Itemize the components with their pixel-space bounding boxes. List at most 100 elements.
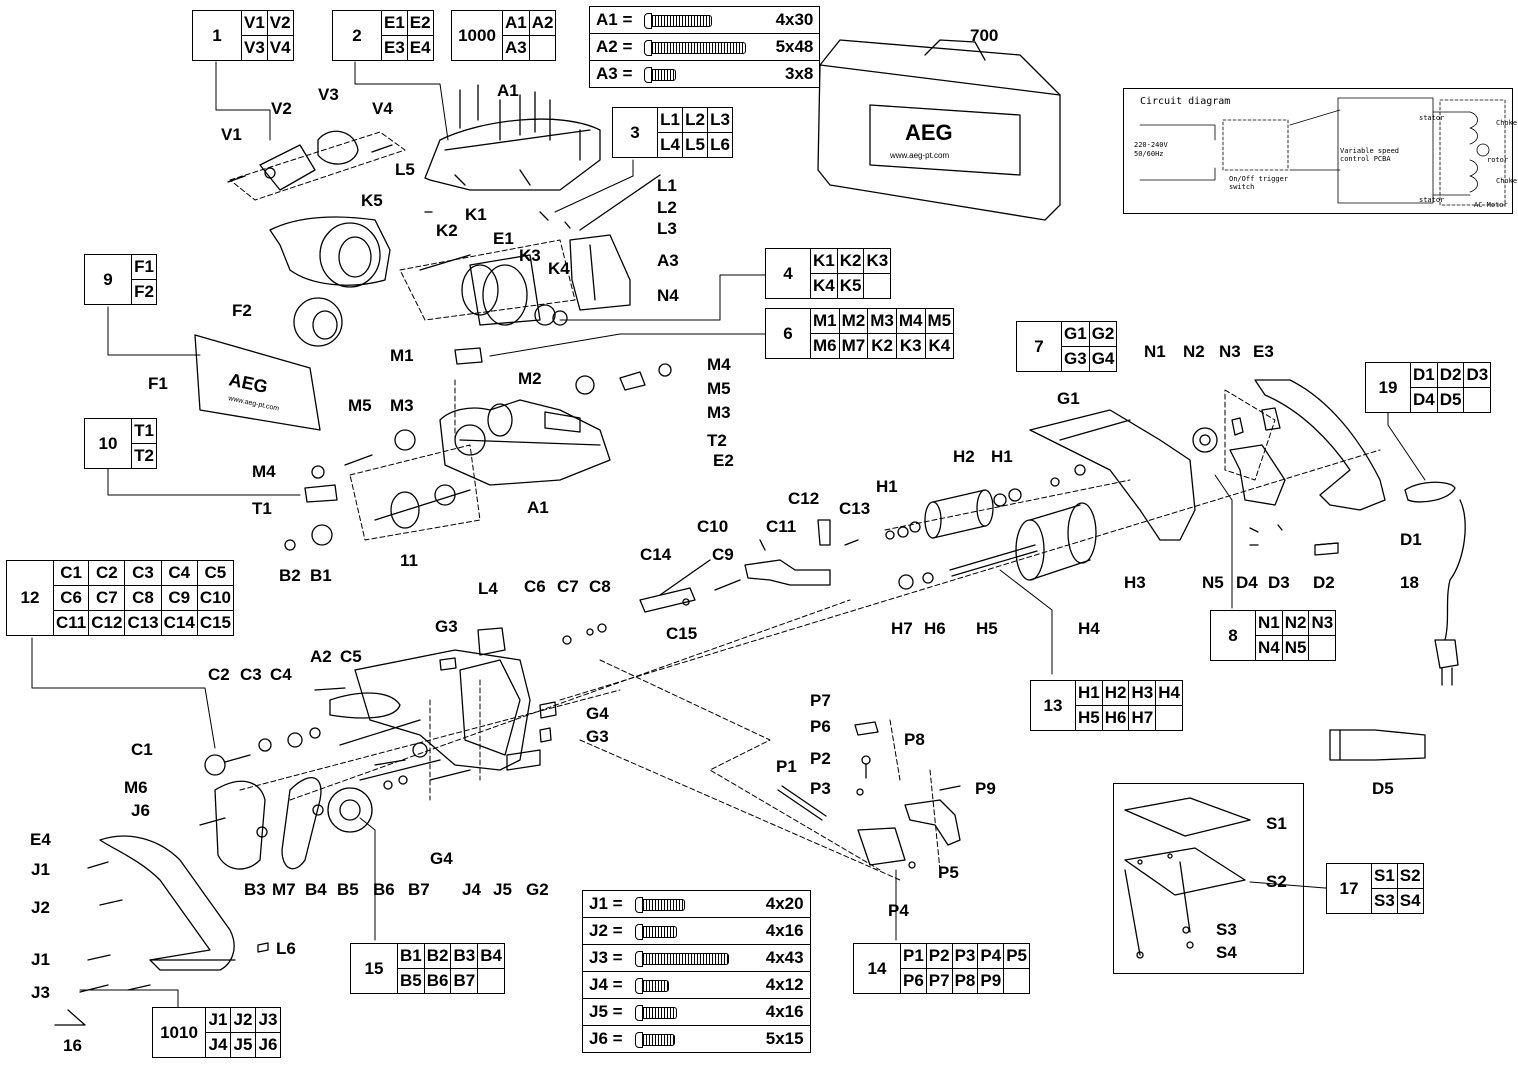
kit-cell: D2 [1436, 363, 1465, 388]
part-label-k5: K5 [361, 191, 383, 210]
part-label-c5: C5 [340, 647, 362, 666]
part-label-n18: 18 [1400, 573, 1419, 592]
part-label-h1a: H1 [991, 447, 1013, 466]
kit-cell: J1 [206, 1008, 231, 1033]
screw-icon [638, 61, 755, 88]
part-label-m3b: M3 [707, 403, 731, 422]
kit-cell: C3 [124, 561, 162, 586]
kit17-parts [1124, 797, 1251, 959]
kit17-frame [1113, 783, 1304, 974]
kit-cell: A2 [528, 11, 556, 36]
part-label-j2: J2 [31, 898, 50, 917]
screw-code: A3 = [596, 64, 633, 83]
kit-cell: C8 [124, 585, 162, 611]
part-label-e1: E1 [493, 229, 514, 248]
part-label-n11: 11 [400, 551, 418, 570]
kit-cell: D5 [1436, 387, 1465, 412]
part-label-g2: G2 [526, 880, 549, 899]
part-label-c14: C14 [640, 545, 672, 564]
kit-cell: J5 [230, 1032, 256, 1057]
part-label-e4: E4 [30, 830, 51, 849]
kit-cell: E3 [382, 35, 408, 60]
part-label-m1: M1 [390, 346, 414, 365]
kit-cell: G3 [1062, 346, 1090, 371]
brand-logo-plate: AEG [227, 369, 269, 397]
kit-cell [477, 968, 504, 993]
kit-cell [1308, 635, 1336, 660]
screw-size: 4x30 [755, 7, 820, 34]
kit-cell: L3 [707, 108, 732, 133]
screw-code: J3 = [583, 944, 629, 972]
kit-cell: M2 [838, 309, 869, 334]
part-label-b6: B6 [373, 880, 395, 899]
screw-icon [638, 7, 756, 34]
kit-number: 2 [333, 11, 382, 60]
kit-number: 17 [1327, 864, 1372, 913]
kit-cell: M5 [924, 309, 954, 334]
screw-code: J6 = [589, 1029, 623, 1048]
kit-cell: M3 [867, 309, 897, 334]
part-shapes: AEG www.aeg-pt.com [54, 39, 1466, 1026]
screw-size: 4x16 [745, 998, 810, 1026]
part-label-h6: H6 [924, 619, 946, 638]
part-label-j1a: J1 [31, 860, 50, 879]
kit-cell: K2 [867, 333, 897, 358]
part-label-l4: L4 [478, 579, 498, 598]
kit-cell: C4 [160, 561, 198, 586]
part-label-j4: J4 [462, 880, 481, 899]
part-label-h1b: H1 [876, 477, 898, 496]
kit-number: 7 [1017, 322, 1062, 371]
circuit-title: Circuit diagram [1140, 96, 1231, 107]
part-label-l2: L2 [657, 198, 677, 217]
kit-number: 1010 [153, 1008, 206, 1057]
screw-icon [628, 971, 746, 999]
part-label-j1b: J1 [31, 950, 50, 969]
part-label-f1: F1 [148, 374, 168, 393]
part-label-p3: P3 [810, 779, 831, 798]
screw-size: 4x43 [745, 944, 810, 972]
kit-number: 1000 [452, 11, 503, 60]
screw-size: 4x20 [745, 891, 810, 918]
kit-cell: S4 [1396, 888, 1423, 913]
kit-cell: H2 [1101, 681, 1130, 706]
kit-number: 12 [7, 561, 54, 635]
kit-cell: B4 [477, 944, 504, 969]
screw-size: 5x48 [755, 33, 820, 61]
part-label-a2: A2 [310, 647, 332, 666]
screw-size: 4x12 [745, 971, 810, 999]
screw-code: J1 = [583, 891, 629, 918]
part-label-k3: K3 [519, 246, 541, 265]
kit-cell: B2 [423, 944, 452, 969]
part-label-g4b: G4 [430, 849, 453, 868]
part-label-j3: J3 [31, 983, 50, 1002]
circuit-rotor-label: rotor [1487, 156, 1509, 164]
kit-cell: H4 [1155, 681, 1182, 706]
part-label-g1: G1 [1057, 389, 1080, 408]
kit-cell: P1 [901, 944, 927, 969]
brand-url-plate: www.aeg-pt.com [227, 395, 280, 413]
circuit-choke-bottom: Choke [1496, 177, 1518, 185]
kit-cell: F1 [132, 255, 156, 280]
kit-cell: C2 [88, 561, 126, 586]
kit-cell: C6 [54, 585, 90, 611]
kit-cell: V3 [242, 35, 268, 60]
kit-cell: M1 [811, 309, 840, 334]
part-label-j5: J5 [493, 880, 512, 899]
part-label-h5: H5 [976, 619, 998, 638]
part-label-t2: T2 [707, 431, 727, 450]
part-label-m3a: M3 [390, 396, 414, 415]
kit-cell: K3 [863, 249, 891, 274]
part-label-m5a: M5 [348, 396, 372, 415]
kit-cell: B6 [423, 968, 452, 993]
kit-cell: P4 [977, 944, 1005, 969]
circuit-pcba-label2: control PCBA [1340, 155, 1391, 163]
screw-icon [628, 998, 746, 1026]
kit-cell: N1 [1256, 611, 1283, 636]
